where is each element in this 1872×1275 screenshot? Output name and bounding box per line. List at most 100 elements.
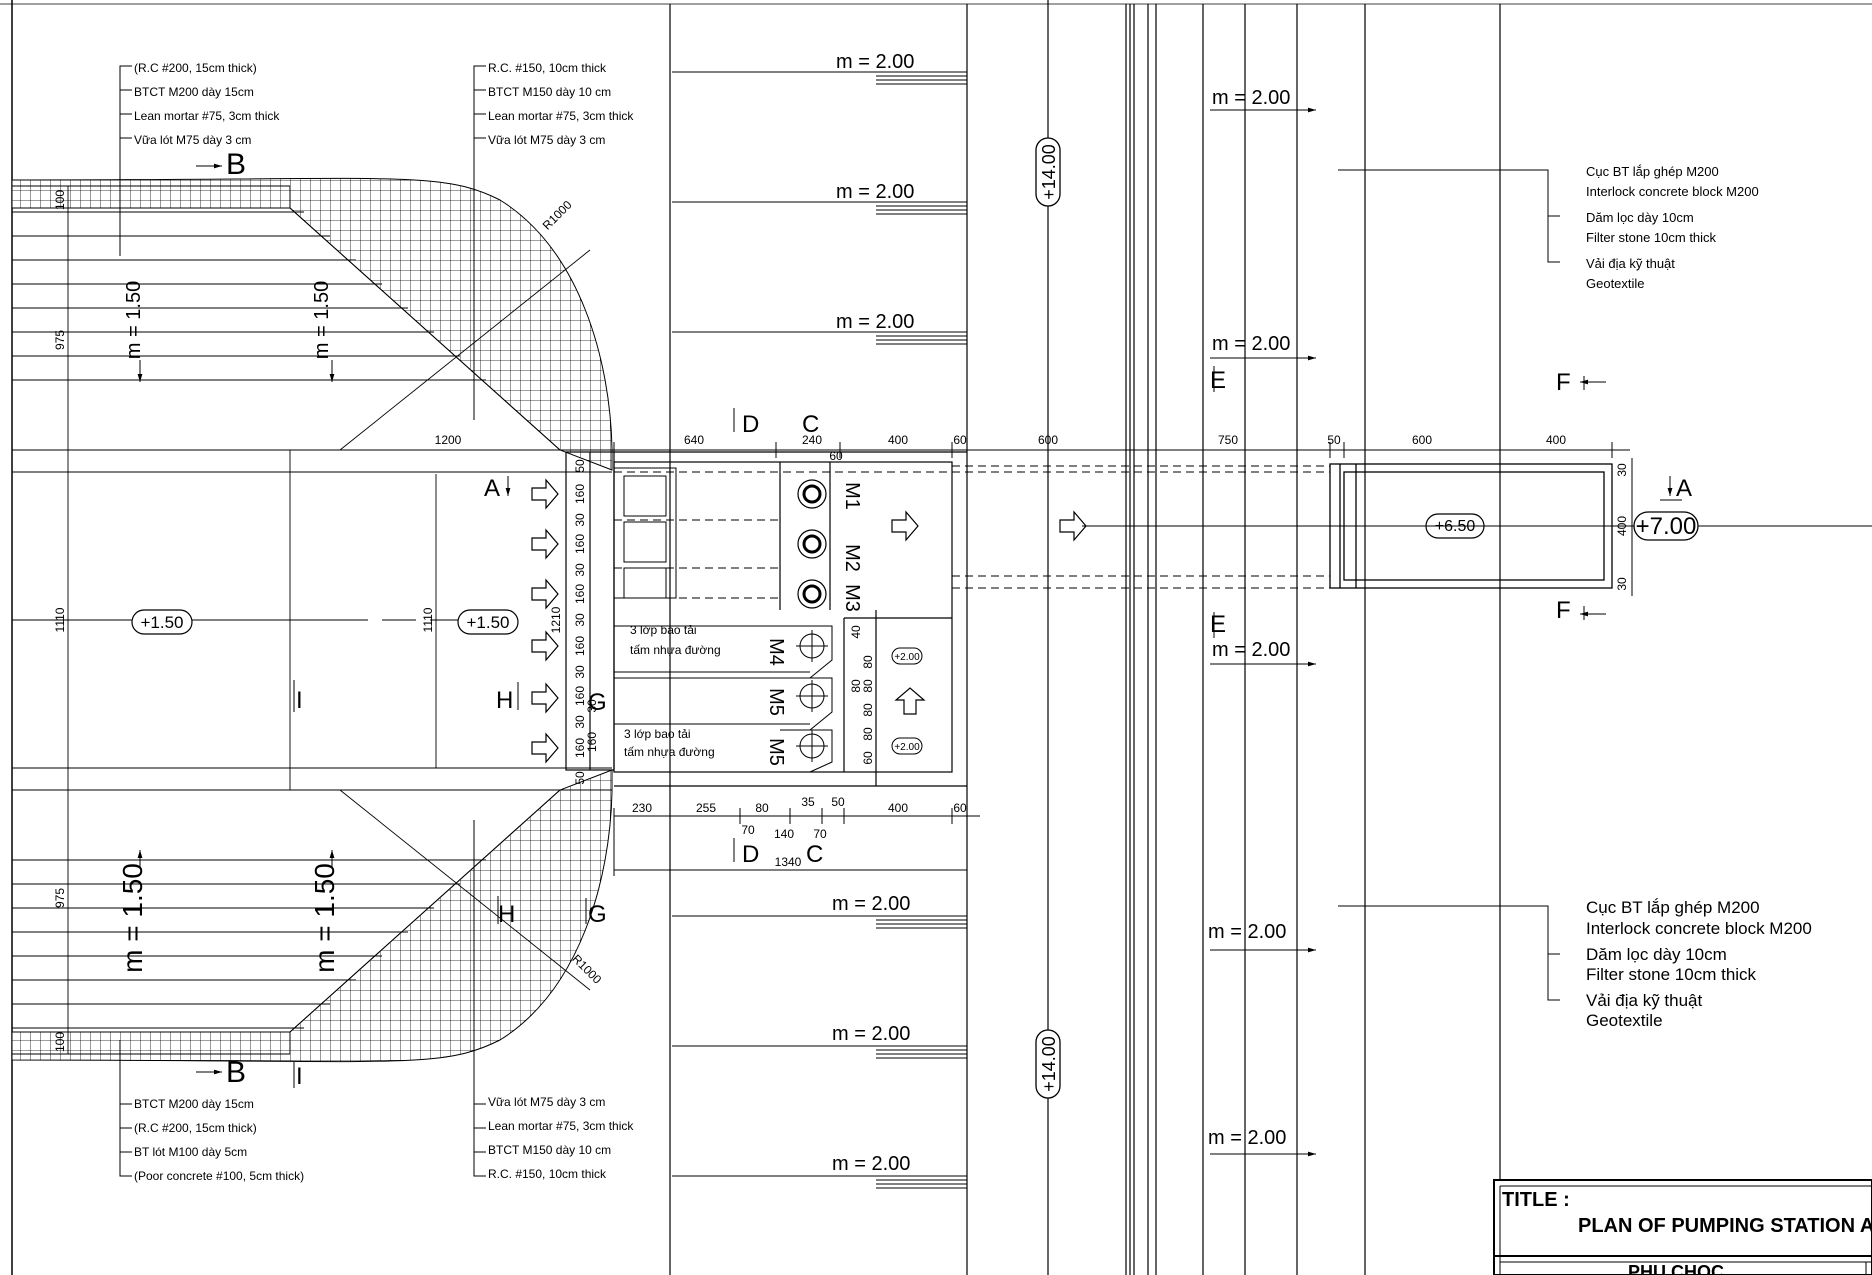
callout-bot-left: BTCT M200 dày 15cm (R.C #200, 15cm thick… xyxy=(134,1097,304,1183)
dimension-label: 60 xyxy=(861,751,875,765)
layer-note: Interlock concrete block M200 xyxy=(1586,919,1812,938)
dimension-label: 80 xyxy=(861,727,875,741)
section-letters: D C D C A A H H G G I I E E F F xyxy=(296,367,1692,1090)
dimension-label: 60 xyxy=(953,433,967,447)
section-mark: B xyxy=(226,1056,246,1089)
layer-note: Geotextile xyxy=(1586,276,1645,291)
dimension-label: 50 xyxy=(831,795,845,809)
sandbag-note: tấm nhựa đường xyxy=(630,643,721,657)
pump-label: M4 xyxy=(765,638,787,666)
layer-note: R.C. #150, 10cm thick xyxy=(488,1167,607,1181)
sandbag-note: 3 lớp bao tải xyxy=(630,623,697,637)
dimension-label: 30 xyxy=(1615,463,1629,477)
dimension-label: 400 xyxy=(888,433,908,447)
dimension-label: 1200 xyxy=(435,433,462,447)
section-mark: D xyxy=(742,841,759,868)
dimension-label: 60 xyxy=(953,801,967,815)
pump-bay-dimensions: 40 80 80 80 80 60 80 xyxy=(849,625,875,765)
dimension-label: 640 xyxy=(684,433,704,447)
layer-note: Lean mortar #75, 3cm thick xyxy=(488,109,634,123)
slope-label: m = 1.50 xyxy=(117,863,148,973)
layer-note: Vữa lót M75 dày 3 cm xyxy=(134,133,251,147)
bottom-dimension-labels: 230 255 80 35 50 400 60 70 140 70 1340 xyxy=(632,795,967,869)
channel-lines xyxy=(669,0,1501,1275)
right-slope-labels: m = 2.00 m = 2.00 m = 2.00 m = 2.00 m = … xyxy=(1208,87,1290,1149)
sandbag-notes: 3 lớp bao tải tấm nhựa đường 3 lớp bao t… xyxy=(624,623,721,759)
slope-label: m = 1.50 xyxy=(123,281,145,359)
dimension-label: 70 xyxy=(813,827,827,841)
layer-note: (R.C #200, 15cm thick) xyxy=(134,1121,257,1135)
layer-note: Lean mortar #75, 3cm thick xyxy=(134,109,280,123)
elevation-label: +14.00 xyxy=(1039,1036,1059,1092)
elevation-label: +1.50 xyxy=(466,613,509,632)
section-mark: C xyxy=(802,411,819,438)
dimension-label: 80 xyxy=(861,655,875,669)
layer-note: BT lót M100 dày 5cm xyxy=(134,1145,247,1159)
section-mark: C xyxy=(806,841,823,868)
layer-note: BTCT M150 dày 10 cm xyxy=(488,85,611,99)
callout-bot-mid: Vữa lót M75 dày 3 cm Lean mortar #75, 3c… xyxy=(488,1095,634,1181)
slope-label: m = 2.00 xyxy=(836,51,914,73)
section-mark: A xyxy=(484,475,500,502)
right-slope-arrows xyxy=(1210,107,1316,1157)
slope-label: m = 2.00 xyxy=(832,893,910,915)
section-mark: G xyxy=(588,689,607,716)
bottom-dimension-line xyxy=(613,808,980,876)
slope-label: m = 1.50 xyxy=(311,281,333,359)
dimension-label: 30 xyxy=(573,563,587,577)
callout-top-mid: R.C. #150, 10cm thick BTCT M150 dày 10 c… xyxy=(488,61,634,147)
layer-note: Cục BT lắp ghép M200 xyxy=(1586,898,1760,917)
pump-label: M1 xyxy=(841,482,863,510)
layer-note: Vải địa kỹ thuật xyxy=(1586,256,1675,271)
dimension-label: 1110 xyxy=(53,607,67,632)
dimension-label: 100 xyxy=(53,190,67,210)
callout-right-top: Cục BT lắp ghép M200 Interlock concrete … xyxy=(1586,164,1759,291)
slope-label: m = 2.00 xyxy=(1212,333,1290,355)
dimension-label: 80 xyxy=(861,703,875,717)
layer-note: Vải địa kỹ thuật xyxy=(1586,991,1703,1010)
dimension-label: 50 xyxy=(1327,433,1341,447)
outlet-dimensions: 30 400 30 xyxy=(1615,463,1629,591)
pump-label: M2 xyxy=(841,544,863,572)
dimension-label: 50 xyxy=(573,459,587,473)
dimension-label: 240 xyxy=(802,433,822,447)
layer-note: Dăm lọc dày 10cm xyxy=(1586,945,1727,964)
dimension-label: 80 xyxy=(849,679,863,693)
slope-label: m = 1.50 xyxy=(309,863,340,973)
dimension-label: 160 xyxy=(573,534,587,554)
trash-rack xyxy=(613,467,677,599)
section-mark-arrows xyxy=(196,163,1682,1088)
section-mark: A xyxy=(1676,475,1692,502)
slope-label: m = 2.00 xyxy=(1208,1127,1286,1149)
pumps-m4-m5 xyxy=(796,630,828,762)
layer-note: Filter stone 10cm thick xyxy=(1586,230,1717,245)
channel-slope-labels: m = 2.00 m = 2.00 m = 2.00 m = 2.00 m = … xyxy=(832,51,914,1175)
layer-note: Cục BT lắp ghép M200 xyxy=(1586,164,1719,179)
pump-label: M3 xyxy=(841,584,863,612)
section-mark: E xyxy=(1210,611,1226,638)
sandbag-bulkheads xyxy=(614,625,833,773)
pipe-dashes xyxy=(614,465,1330,599)
title-block: TITLE : PLAN OF PUMPING STATION AND PHU … xyxy=(1493,1179,1872,1275)
pump-labels-m1-m3: M1 M2 M3 xyxy=(841,482,863,612)
top-dimension-labels: 640 240 400 60 60 600 750 50 600 400 xyxy=(684,433,1566,463)
pump-bay-elevations: +2.00 +2.00 xyxy=(891,647,923,755)
dimension-label: 30 xyxy=(585,699,599,713)
pumps-m1-m3 xyxy=(797,479,827,609)
dimension-label: 140 xyxy=(774,827,794,841)
dimension-label: 80 xyxy=(755,801,769,815)
dimension-label: 400 xyxy=(888,801,908,815)
left-apron-top xyxy=(11,177,613,471)
slope-label: m = 2.00 xyxy=(1212,87,1290,109)
callout-leaders xyxy=(119,65,1560,1177)
callout-top-left: (R.C #200, 15cm thick) BTCT M200 dày 15c… xyxy=(134,61,280,147)
sandbag-note: 3 lớp bao tải xyxy=(624,727,691,741)
dimension-label: 230 xyxy=(632,801,652,815)
dimension-label: 30 xyxy=(573,513,587,527)
callout-right-bot: Cục BT lắp ghép M200 Interlock concrete … xyxy=(1586,898,1812,1030)
dimension-label: 30 xyxy=(573,613,587,627)
layer-note: Dăm lọc dày 10cm xyxy=(1586,210,1694,225)
section-mark: E xyxy=(1210,367,1226,394)
dimension-label: 255 xyxy=(696,801,716,815)
left-apron-bottom xyxy=(11,769,613,1063)
